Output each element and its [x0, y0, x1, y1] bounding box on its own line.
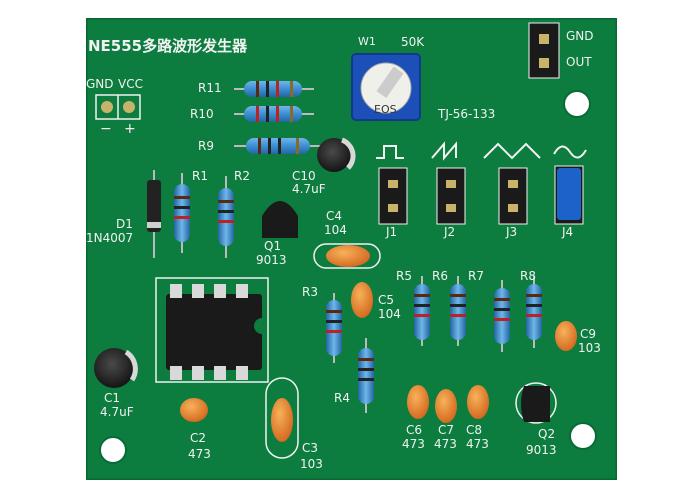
value-q2: 9013 [526, 443, 557, 457]
label-j1: J1 [386, 225, 398, 239]
label-d1: D1 [116, 217, 133, 231]
pot-marking: EOS [374, 103, 397, 116]
power-gnd-label: GND [86, 77, 114, 91]
label-c6: C6 [406, 423, 423, 437]
label-c5: C5 [378, 293, 395, 307]
sawtooth-wave-icon [431, 141, 457, 161]
jumper-j4[interactable] [554, 165, 584, 225]
label-c2: C2 [190, 431, 207, 445]
capacitor-c9 [555, 321, 577, 351]
label-j2: J2 [444, 225, 456, 239]
capacitor-c2 [180, 398, 208, 422]
label-c4: C4 [326, 209, 343, 223]
label-c8: C8 [466, 423, 483, 437]
label-q1: Q1 [264, 239, 282, 253]
resistor-r9 [234, 138, 324, 154]
label-c9: C9 [580, 327, 597, 341]
resistor-r3 [326, 293, 342, 363]
label-r8: R8 [520, 269, 536, 283]
square-wave-icon [376, 145, 404, 159]
label-r9: R9 [198, 139, 214, 153]
value-c6: 473 [402, 437, 425, 451]
label-j3: J3 [506, 225, 518, 239]
ne555-ic [155, 277, 269, 383]
capacitor-c8 [467, 385, 489, 419]
pcb-board: NE555多路波形发生器 W1 50K EOS TJ-56-133 GND OU… [86, 18, 617, 480]
capacitor-c6 [407, 385, 429, 419]
mount-hole [99, 436, 127, 464]
label-q2: Q2 [538, 427, 556, 441]
value-c8: 473 [466, 437, 489, 451]
board-model: TJ-56-133 [438, 107, 496, 121]
mount-hole [563, 90, 591, 118]
pcb-artwork [86, 18, 617, 480]
triangle-wave-icon [483, 142, 541, 160]
value-c3: 103 [300, 457, 323, 471]
label-c1: C1 [104, 391, 121, 405]
output-header[interactable] [528, 22, 560, 79]
capacitor-c3 [271, 398, 293, 442]
diode-d1 [147, 170, 161, 258]
jumper-j1[interactable] [378, 167, 408, 225]
power-minus-label: − [100, 121, 112, 137]
value-c7: 473 [434, 437, 457, 451]
sine-wave-icon [553, 145, 587, 159]
label-c3: C3 [302, 441, 319, 455]
resistor-r11 [234, 81, 314, 97]
label-r10: R10 [190, 107, 214, 121]
board-title: NE555多路波形发生器 [88, 37, 248, 55]
pot-value: 50K [401, 35, 425, 49]
label-r11: R11 [198, 81, 222, 95]
label-c10: C10 [292, 169, 316, 183]
label-j4: J4 [562, 225, 574, 239]
label-r6: R6 [432, 269, 448, 283]
label-r2: R2 [234, 169, 250, 183]
value-d1: 1N4007 [86, 231, 134, 245]
label-r1: R1 [192, 169, 208, 183]
resistor-r6 [450, 276, 466, 346]
label-r3: R3 [302, 285, 318, 299]
label-r7: R7 [468, 269, 484, 283]
value-c4: 104 [324, 223, 347, 237]
power-plus-label: + [124, 121, 136, 137]
resistor-r1 [174, 173, 190, 253]
jumper-j2[interactable] [436, 167, 466, 225]
label-c7: C7 [438, 423, 455, 437]
transistor-q1 [262, 201, 298, 238]
value-c5: 104 [378, 307, 401, 321]
capacitor-c5 [351, 282, 373, 318]
resistor-r5 [414, 276, 430, 346]
mount-hole [569, 422, 597, 450]
value-q1: 9013 [256, 253, 287, 267]
transistor-q2 [515, 382, 557, 424]
resistor-r4 [358, 338, 374, 413]
value-c10: 4.7uF [292, 182, 326, 196]
resistor-r2 [218, 176, 234, 258]
capacitor-c10 [317, 137, 356, 172]
resistor-r7 [494, 280, 510, 352]
output-out-label: OUT [566, 55, 592, 69]
value-c1: 4.7uF [100, 405, 134, 419]
value-c9: 103 [578, 341, 601, 355]
pot-label: W1 [358, 35, 376, 48]
label-r5: R5 [396, 269, 412, 283]
capacitor-c7 [435, 389, 457, 423]
jumper-j3[interactable] [498, 167, 528, 225]
resistor-r10 [234, 106, 314, 122]
resistor-r8 [526, 276, 542, 348]
capacitor-c1 [94, 348, 138, 388]
capacitor-c4 [326, 245, 370, 267]
label-r4: R4 [334, 391, 350, 405]
output-gnd-label: GND [566, 29, 594, 43]
power-vcc-label: VCC [118, 77, 143, 91]
value-c2: 473 [188, 447, 211, 461]
